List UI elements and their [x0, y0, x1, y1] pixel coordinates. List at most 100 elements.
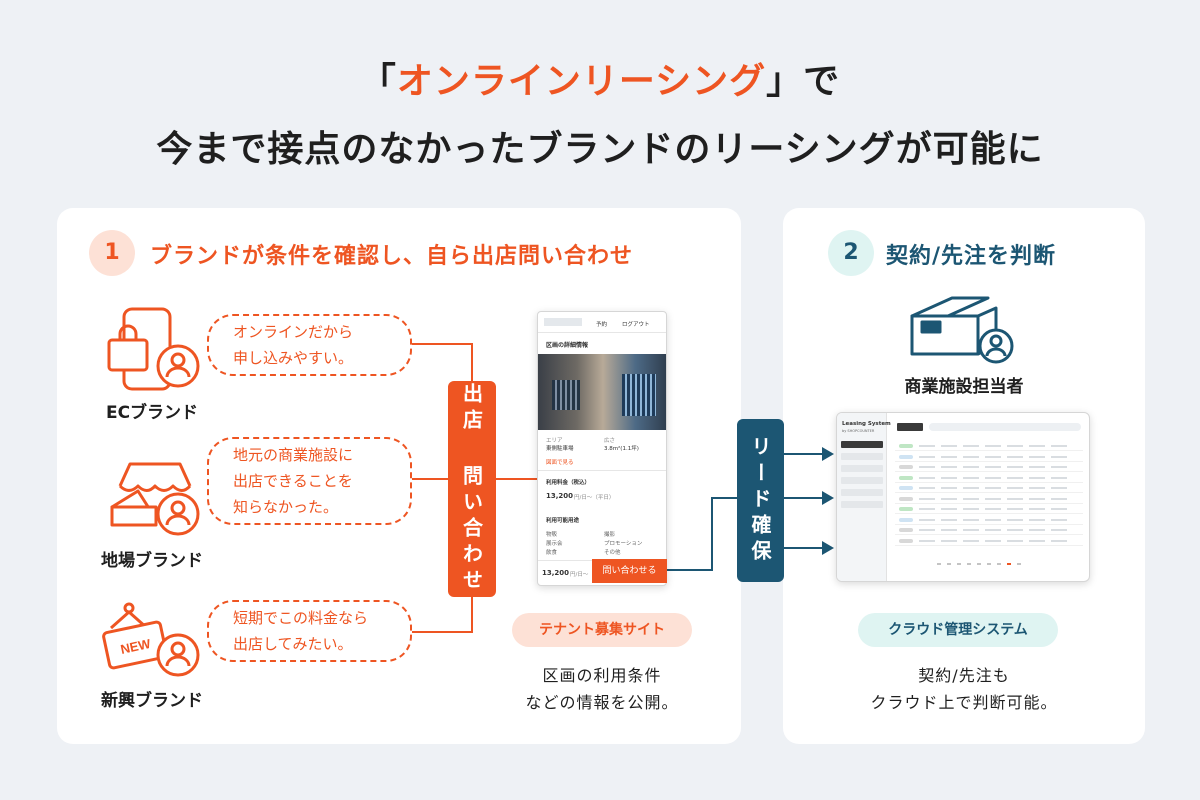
- status-badge: [899, 454, 913, 459]
- cloud-system-pill: クラウド管理システム: [858, 613, 1058, 647]
- new-sign-text: NEW: [119, 636, 152, 657]
- system-nav-item[interactable]: [841, 477, 883, 484]
- building-icon: [910, 296, 1014, 364]
- table-cell: [963, 487, 979, 489]
- table-row[interactable]: [895, 485, 1083, 493]
- bubble-new: 短期でこの料金なら 出店してみたい。: [207, 600, 412, 662]
- page-dot[interactable]: [1017, 563, 1021, 565]
- page-dot[interactable]: [937, 563, 941, 565]
- table-cell: [941, 445, 957, 447]
- brand-label-local: 地場ブランド: [101, 551, 203, 571]
- table-row[interactable]: [895, 443, 1083, 451]
- page-dot[interactable]: [977, 563, 981, 565]
- lead-box: リード確保: [737, 419, 784, 582]
- page-dot[interactable]: [1007, 563, 1011, 565]
- system-nav-active[interactable]: [841, 441, 883, 448]
- status-badge: [899, 517, 913, 522]
- page-dot[interactable]: [967, 563, 971, 565]
- table-cell: [1051, 466, 1067, 468]
- table-cell: [919, 518, 935, 521]
- site-link-reserve[interactable]: 予約: [596, 322, 608, 328]
- connector-lines-navy: [667, 453, 822, 571]
- site-layout-link[interactable]: 図面で見る: [546, 460, 574, 466]
- cloud-system-caption-line1: 契約/先注も: [918, 666, 1010, 685]
- tenant-site-mockup: 予約 ログアウト 区画の詳細情報 エリア 東側駐車場 広さ 3.8m²(1.1坪…: [537, 311, 667, 586]
- bracket-open: 「: [359, 61, 397, 102]
- system-nav-item[interactable]: [841, 501, 883, 508]
- site-area-value: 東側駐車場: [546, 446, 574, 452]
- table-cell: [985, 466, 1001, 468]
- table-cell: [919, 455, 935, 458]
- table-row[interactable]: [895, 496, 1083, 504]
- site-size-value: 3.8m²(1.1坪): [604, 446, 639, 452]
- leasing-system-mockup: Leasing System by SHOPCOUNTER: [836, 412, 1090, 582]
- table-cell: [985, 529, 1001, 531]
- table-cell: [1007, 445, 1023, 447]
- status-badge: [899, 444, 913, 448]
- system-toolbar-button[interactable]: [897, 423, 923, 431]
- step1-title: ブランドが条件を確認し、自ら出店問い合わせ: [150, 244, 634, 269]
- system-nav-item[interactable]: [841, 465, 883, 472]
- system-brand: Leasing System: [842, 421, 891, 427]
- site-link-logout[interactable]: ログアウト: [622, 322, 650, 328]
- page-dot[interactable]: [957, 563, 961, 565]
- table-cell: [1007, 476, 1023, 479]
- step2-number: 2: [828, 230, 874, 276]
- table-cell: [1051, 445, 1067, 447]
- site-logo-placeholder: [544, 318, 582, 326]
- page-dot[interactable]: [997, 563, 1001, 565]
- table-cell: [963, 476, 979, 479]
- table-cell: [941, 466, 957, 468]
- table-cell: [919, 508, 935, 510]
- table-cell: [1029, 476, 1045, 479]
- system-search-input[interactable]: [929, 423, 1081, 431]
- site-purpose-5: プロモーション: [604, 541, 643, 547]
- cloud-system-caption-line2: クラウド上で判断可能。: [870, 693, 1058, 712]
- page-dot[interactable]: [987, 563, 991, 565]
- table-cell: [1007, 508, 1023, 510]
- table-row[interactable]: [895, 475, 1083, 483]
- table-row[interactable]: [895, 517, 1083, 525]
- table-row[interactable]: [895, 506, 1083, 514]
- bubble-ec-line1: オンラインだから: [233, 323, 354, 341]
- system-nav-item[interactable]: [841, 453, 883, 460]
- table-cell: [963, 508, 979, 510]
- table-cell: [919, 497, 935, 500]
- system-nav-item[interactable]: [841, 489, 883, 496]
- table-cell: [1029, 497, 1045, 500]
- inquiry-box: 出店 問い合わせ: [448, 381, 496, 597]
- site-purpose-4: 撮影: [604, 532, 616, 538]
- table-row[interactable]: [895, 464, 1083, 472]
- shop-photo: [538, 354, 666, 430]
- bubble-ec: オンラインだから 申し込みやすい。: [207, 314, 412, 376]
- table-row[interactable]: [895, 454, 1083, 462]
- table-cell: [941, 518, 957, 521]
- table-cell: [1029, 466, 1045, 468]
- table-cell: [1029, 529, 1045, 531]
- status-badge: [899, 538, 913, 543]
- table-cell: [985, 455, 1001, 458]
- site-inquiry-button[interactable]: 問い合わせる: [592, 559, 667, 583]
- system-sidebar: [837, 413, 887, 581]
- tenant-site-pill: テナント募集サイト: [512, 613, 692, 647]
- cloud-system-caption: 契約/先注も クラウド上で判断可能。: [830, 662, 1098, 716]
- site-purpose-6: その他: [604, 550, 621, 556]
- bubble-local: 地元の商業施設に 出店できることを 知らなかった。: [207, 437, 412, 525]
- table-cell: [919, 529, 935, 531]
- table-row[interactable]: [895, 538, 1083, 546]
- table-cell: [963, 518, 979, 521]
- table-row[interactable]: [895, 527, 1083, 535]
- ec-brand-icon: [107, 307, 200, 391]
- table-cell: [1007, 466, 1023, 468]
- site-size-label: 広さ: [604, 438, 616, 444]
- page-dot[interactable]: [947, 563, 951, 565]
- tenant-site-caption: 区画の利用条件 などの情報を公開。: [497, 662, 707, 716]
- table-cell: [1051, 497, 1067, 500]
- status-badge: [899, 528, 913, 532]
- table-cell: [985, 508, 1001, 510]
- facility-staff-label: 商業施設担当者: [904, 377, 1024, 397]
- local-brand-icon: [110, 462, 200, 536]
- table-cell: [963, 466, 979, 468]
- table-cell: [941, 476, 957, 479]
- new-brand-icon: [102, 602, 200, 677]
